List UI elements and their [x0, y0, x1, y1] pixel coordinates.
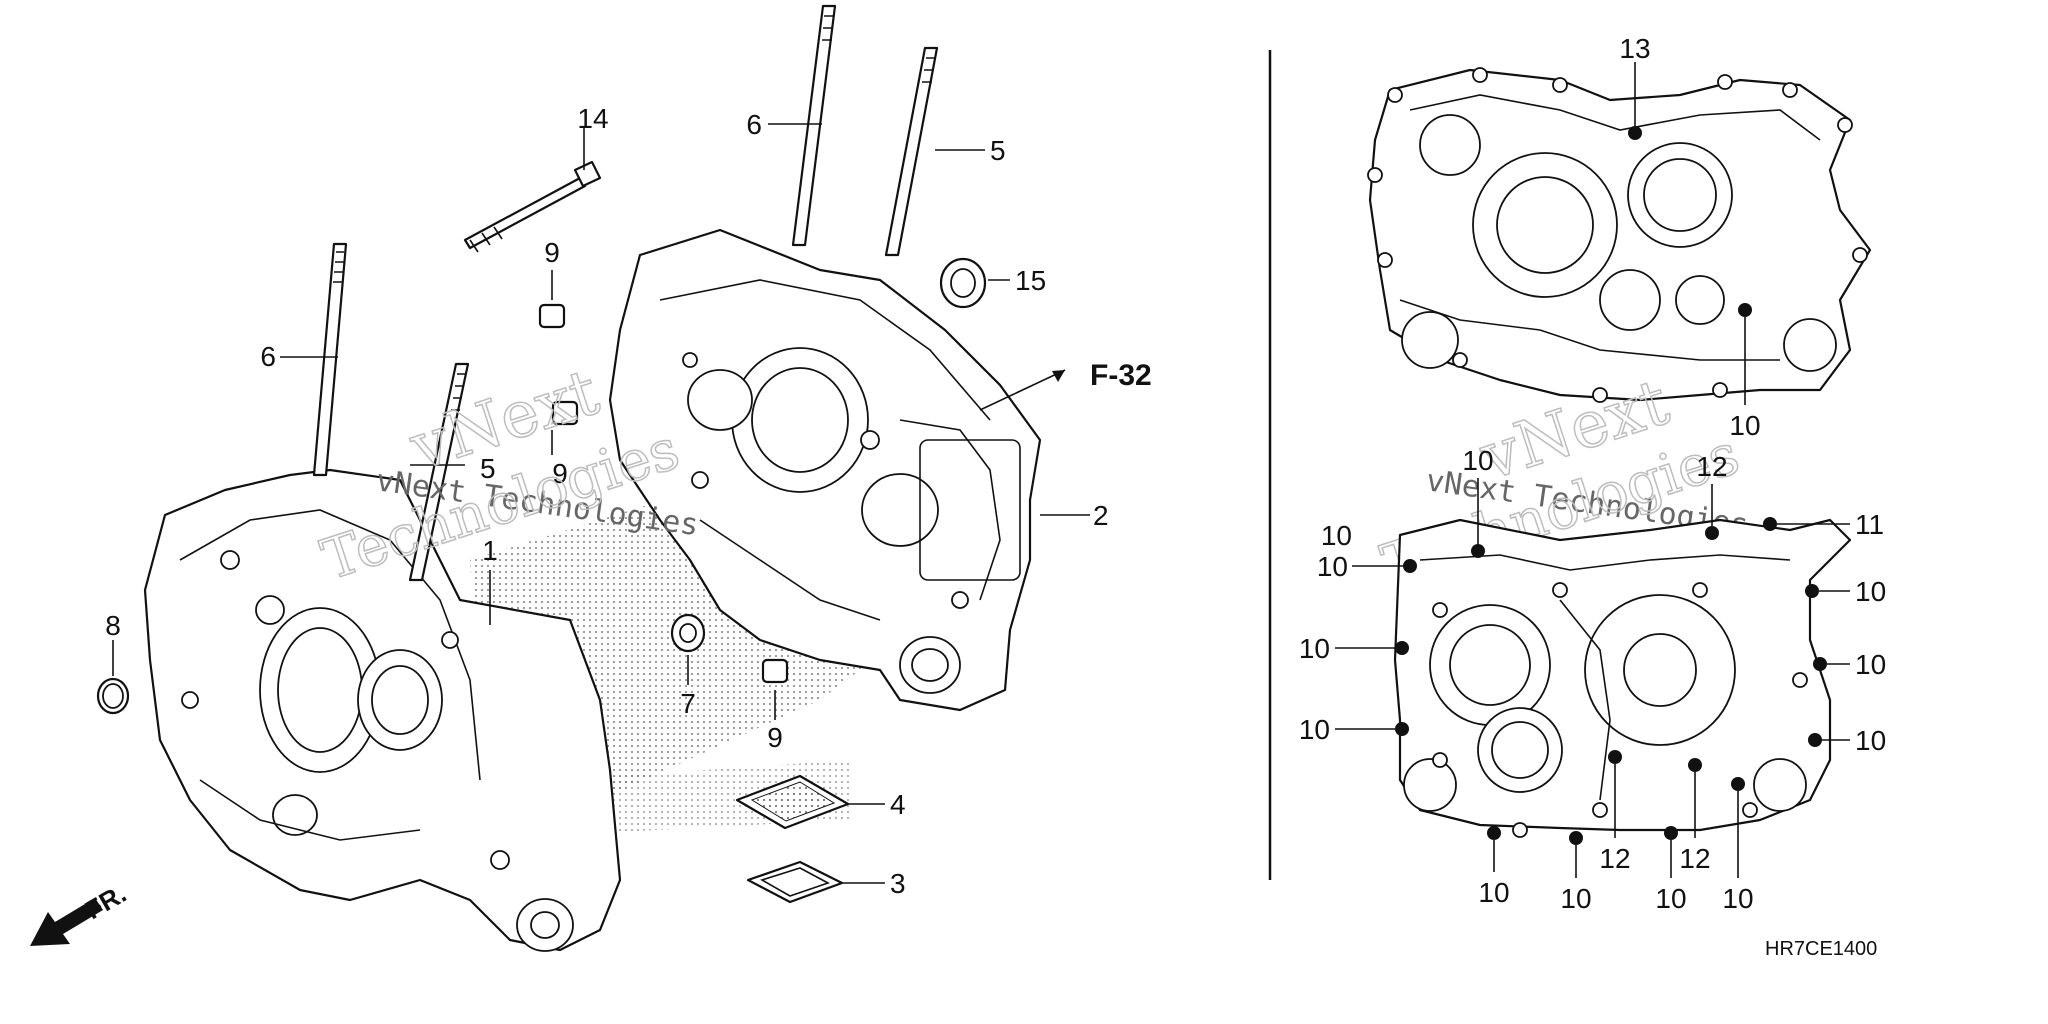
lower-case-bolt-pattern [1393, 517, 1852, 845]
callout-10f: 10 [1299, 714, 1330, 745]
callout-10k: 10 [1722, 883, 1753, 914]
callout-10h: 10 [1478, 877, 1509, 908]
callout-7: 7 [680, 688, 696, 719]
callout-12a: 12 [1696, 451, 1727, 482]
callout-11: 11 [1855, 509, 1884, 540]
callout-9a: 9 [544, 237, 560, 268]
dowel-pin-9b [551, 400, 579, 426]
callout-9b: 9 [552, 458, 568, 489]
callout-12b: 12 [1599, 843, 1630, 874]
callout-10-top: 10 [1729, 410, 1760, 441]
callout-10d: 10 [1299, 633, 1330, 664]
oil-seal-15 [939, 257, 987, 309]
right-crankcase-half [608, 228, 1042, 712]
bearing-7 [670, 613, 706, 653]
callout-10a: 10 [1462, 445, 1493, 476]
callout-5-right: 5 [990, 135, 1006, 166]
callout-5-left: 5 [480, 453, 496, 484]
callout-10b: 10 [1317, 551, 1348, 582]
stud-bolt-5-right [884, 46, 939, 257]
callout-15: 15 [1015, 265, 1046, 296]
front-direction-marker: FR. [30, 878, 131, 946]
callout-12c: 12 [1679, 843, 1710, 874]
callout-2: 2 [1093, 500, 1109, 531]
leader-lines-right-top [1634, 62, 1746, 405]
diagram-code: HR7CE1400 [1765, 938, 1877, 960]
o-ring-8 [96, 677, 130, 715]
callout-6-right: 6 [746, 109, 762, 140]
callout-13: 13 [1619, 33, 1650, 64]
callout-10j: 10 [1655, 883, 1686, 914]
gasket-3 [746, 860, 844, 904]
callout-10l: 10 [1321, 520, 1352, 551]
reference-label: F-32 [1090, 359, 1152, 392]
stud-bolt-6-left [312, 242, 348, 477]
callout-10g: 10 [1855, 725, 1886, 756]
callout-3: 3 [890, 868, 906, 899]
leader-lines-right-bottom [1335, 478, 1850, 878]
callout-10i: 10 [1560, 883, 1591, 914]
callout-10e: 10 [1855, 649, 1886, 680]
callout-10c: 10 [1855, 576, 1886, 607]
dowel-pin-9a [538, 303, 566, 329]
left-crankcase-half [143, 468, 622, 952]
callout-4: 4 [890, 789, 906, 820]
callout-14: 14 [577, 103, 608, 134]
stud-bolt-5-left [408, 362, 470, 582]
oil-screen-4 [735, 774, 850, 830]
callout-6-left: 6 [260, 341, 276, 372]
upper-case-bolt-pattern [1367, 67, 1872, 403]
stud-bolt-6-right [791, 4, 837, 247]
leader-lines-left [112, 123, 1090, 884]
flange-bolt-14 [463, 160, 602, 253]
callout-9c: 9 [767, 722, 783, 753]
callout-1: 1 [482, 535, 498, 566]
dowel-pin-9c [761, 658, 789, 684]
callout-8: 8 [105, 610, 121, 641]
